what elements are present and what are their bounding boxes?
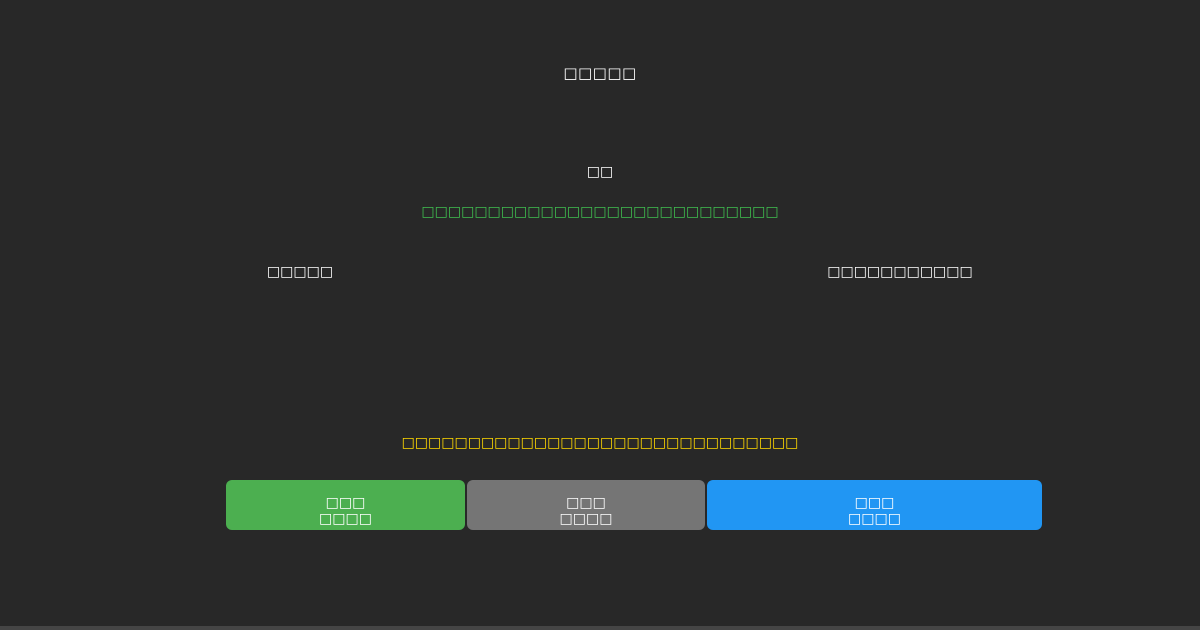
button-label-line2: □□□□ [559, 511, 613, 527]
prompt-message: □□□□□□□□□□□□□□□□□□□□□□□□□□□□□□ [401, 435, 799, 451]
button-label-line1: □□□ [854, 495, 895, 511]
button-label-line2: □□□□ [848, 511, 901, 527]
left-panel-label: □□□□□ [266, 264, 334, 280]
choice-button-blue[interactable]: □□□ □□□□ [707, 480, 1042, 530]
status-message: □□□□□□□□□□□□□□□□□□□□□□□□□□□ [421, 204, 779, 220]
choice-button-green[interactable]: □□□ □□□□ [226, 480, 465, 530]
choice-button-gray[interactable]: □□□ □□□□ [467, 480, 705, 530]
page-title: □□□□□ [563, 64, 637, 82]
round-indicator: □□ [586, 164, 614, 180]
button-label-line1: □□□ [325, 495, 366, 511]
button-label-line2: □□□□ [319, 511, 372, 527]
right-panel-label: □□□□□□□□□□□ [827, 264, 973, 280]
bottom-bar [0, 626, 1200, 630]
button-label-line1: □□□ [566, 495, 606, 511]
